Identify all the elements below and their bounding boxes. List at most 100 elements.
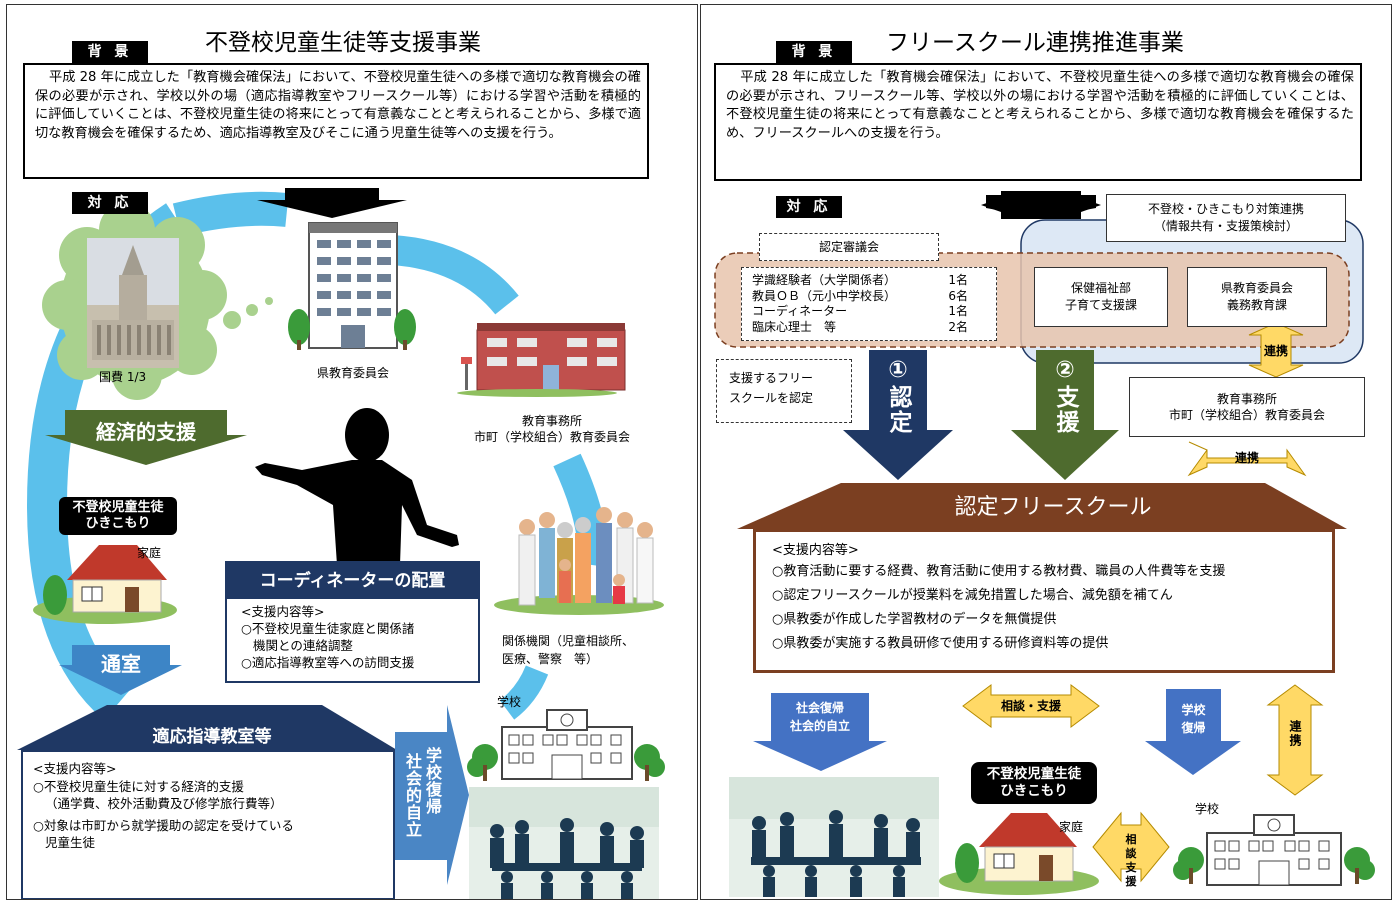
link2-arrow xyxy=(1187,441,1307,477)
left-response-tag: 対 応 xyxy=(72,192,148,214)
school-return-line2: 復帰 xyxy=(1181,721,1206,735)
freeschool-item: ○県教委が実施する教員研修で使用する研修資料等の提供 xyxy=(772,636,1109,651)
social-line1: 社会復帰 xyxy=(795,701,844,715)
consult-label: 相談・支援 xyxy=(1000,699,1061,713)
coordinator-box: コーディネーターの配置 <支援内容等> ○不登校児童生徒家庭と関係諸 機関との連… xyxy=(225,561,480,683)
meeting-photo-icon xyxy=(469,787,659,899)
consult2-line1: 相談 xyxy=(1125,833,1137,860)
certify-note-line2: スクールを認定 xyxy=(729,391,814,405)
council-members: 学識経験者（大学関係者） 1名 教員ＯＢ（元小中学校長） 6名 コーディネーター 1名… xyxy=(741,267,997,341)
right-response-tag: 対 応 xyxy=(776,196,842,218)
social-return-arrow xyxy=(753,693,887,771)
welfare-line1: 保健福祉部 xyxy=(1070,281,1131,295)
member-row: 教員ＯＢ（元小中学校長） 6名 xyxy=(752,289,986,305)
home-label: 家庭 xyxy=(1059,820,1084,834)
coop-label-box: 不登校・ひきこもり対策連携 （情報共有・支援策検討） xyxy=(1106,194,1346,242)
diet-building-icon xyxy=(87,238,179,368)
social-return-label: 社会復帰 社会的自立 xyxy=(771,699,869,735)
freeschool-roof xyxy=(737,483,1347,529)
return-col2: 社会的自立 xyxy=(403,753,422,838)
school-building-icon xyxy=(467,709,665,781)
classroom-title: 適応指導教室等 xyxy=(152,727,272,747)
member-count: 6名 xyxy=(948,288,968,303)
economic-support-arrow xyxy=(45,410,247,465)
economic-support-label: 経済的支援 xyxy=(96,420,196,444)
school-return-arrow xyxy=(1145,689,1241,775)
link2-label: 連携 xyxy=(1234,451,1259,465)
certify-note: 支援するフリー スクールを認定 xyxy=(716,359,852,423)
consult2-label: 相談 支援 xyxy=(1121,833,1141,889)
coordinator-title: コーディネーターの配置 xyxy=(227,563,478,599)
freeschool-title: 認定フリースクール xyxy=(954,495,1152,520)
pref-board-label: 県教育委員会 xyxy=(317,366,390,380)
link3-arrow xyxy=(1266,684,1324,796)
right-background-tag: 背 景 xyxy=(776,41,852,63)
return-col1: 学校復帰 xyxy=(423,747,442,815)
student-line1: 不登校児童生徒 xyxy=(72,500,164,515)
office-label-line1: 教育事務所 xyxy=(521,414,582,428)
board-box: 県教育委員会 義務教育課 xyxy=(1187,267,1327,327)
support-arrow-label: ②支援 xyxy=(1052,357,1078,435)
coordinator-item1a: ○不登校児童生徒家庭と関係諸 xyxy=(241,621,415,636)
certify-arrow-label: ①認定 xyxy=(885,357,911,435)
cycle-arc-top xyxy=(172,191,289,237)
coordinator-silhouette-icon xyxy=(255,408,459,625)
cycle-arc-topright xyxy=(390,235,519,315)
member-count: 1名 xyxy=(948,273,968,287)
consult-arrow xyxy=(962,684,1100,728)
school-label: 学校 xyxy=(497,695,522,709)
right-background-text: 平成 28 年に成立した「教育機会確保法」において、不登校児童生徒への多様で適切… xyxy=(726,70,1354,141)
commute-label: 通室 xyxy=(101,652,141,676)
left-background-text: 平成 28 年に成立した「教育機会確保法」において、不登校児童生徒への多様で適切… xyxy=(35,70,641,141)
member-role: 教員ＯＢ（元小中学校長） xyxy=(752,288,897,303)
link1-arrow xyxy=(1248,322,1304,378)
right-panel: フリースクール連携推進事業 背 景 平成 28 年に成立した「教育機会確保法」に… xyxy=(700,4,1392,900)
certify-arrow xyxy=(843,350,953,480)
support-arrow xyxy=(1011,350,1119,480)
member-count: 2名 xyxy=(948,319,968,334)
related-agencies-label: 関係機関（児童相談所、 医療、警察 等） xyxy=(502,632,634,668)
school-return-label: 学校 復帰 xyxy=(1166,701,1221,737)
freeschool-sub: <支援内容等> xyxy=(772,543,859,558)
member-row: 学識経験者（大学関係者） 1名 xyxy=(752,273,986,289)
office-label-line2: 市町（学校組合）教育委員会 xyxy=(473,430,630,444)
classroom-box: <支援内容等> ○不登校児童生徒に対する経済的支援 （通学費、校外活動費及び修学… xyxy=(21,750,395,899)
house-icon xyxy=(33,545,177,624)
classroom-item1b: （通学費、校外活動費及び修学旅行費等） xyxy=(45,796,283,811)
welfare-box: 保健福祉部 子育て支援課 xyxy=(1034,267,1168,327)
coop-line2: （情報共有・支援策検討） xyxy=(1153,219,1298,233)
office-building-icon xyxy=(457,323,626,397)
coop-line1: 不登校・ひきこもり対策連携 xyxy=(1147,202,1304,216)
right-title: フリースクール連携推進事業 xyxy=(886,30,1184,56)
freeschool-box: <支援内容等> ○教育活動に要する経費、教育活動に使用する教材費、職員の人件費等… xyxy=(753,529,1335,673)
school-label: 学校 xyxy=(1195,802,1220,816)
link3-label: 連携 xyxy=(1288,720,1302,748)
classroom-item1a: ○不登校児童生徒に対する経済的支援 xyxy=(33,778,244,794)
student-line2: ひきこもり xyxy=(85,516,151,531)
classroom-item2a: ○対象は市町から就学援助の認定を受けている xyxy=(33,817,294,833)
pref-building-icon xyxy=(288,222,416,350)
left-background-box: 平成 28 年に成立した「教育機会確保法」において、不登校児童生徒への多様で適切… xyxy=(23,63,649,179)
home-label: 家庭 xyxy=(137,546,162,560)
national-subsidy-label: 国費 1/3 xyxy=(99,370,147,384)
member-row: コーディネーター 1名 xyxy=(752,304,986,320)
welfare-line2: 子育て支援課 xyxy=(1064,298,1137,312)
link1-label: 連携 xyxy=(1263,344,1288,358)
family-group-icon xyxy=(494,507,664,615)
social-line2: 社会的自立 xyxy=(789,719,850,733)
freeschool-item: ○県教委が作成した学習教材のデータを無償提供 xyxy=(772,612,1057,627)
student-badge: 不登校児童生徒 ひきこもり xyxy=(59,497,177,535)
consult2-arrow xyxy=(1092,811,1170,883)
council-label: 認定審議会 xyxy=(759,233,939,261)
board-line2: 義務教育課 xyxy=(1226,298,1287,312)
coordinator-item1b: 機関との連絡調整 xyxy=(253,638,353,653)
meeting-photo-icon xyxy=(729,777,939,897)
school-building-icon xyxy=(1173,814,1375,886)
member-role: 学識経験者（大学関係者） xyxy=(752,273,897,287)
member-role: コーディネーター xyxy=(752,304,848,318)
consult2-line2: 支援 xyxy=(1125,861,1137,888)
left-title: 不登校児童生徒等支援事業 xyxy=(205,30,481,56)
return-arrow xyxy=(395,705,469,885)
member-count: 1名 xyxy=(948,304,968,318)
